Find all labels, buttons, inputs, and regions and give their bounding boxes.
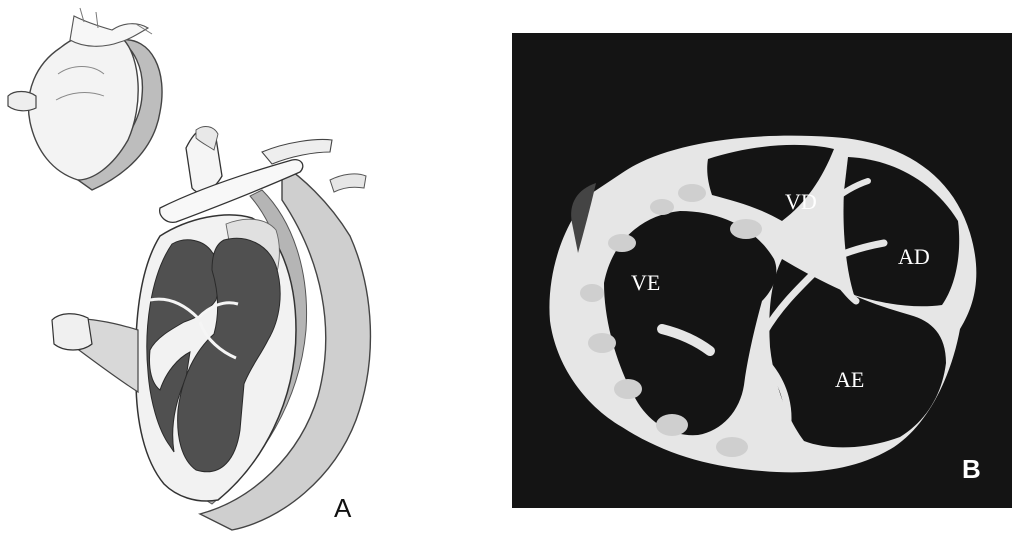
label-right-ventricle: VD bbox=[785, 191, 817, 213]
illustration-panel-a bbox=[0, 0, 500, 534]
panel-label-b: B bbox=[962, 456, 981, 482]
label-left-ventricle: VE bbox=[631, 272, 660, 294]
panel-label-a: A bbox=[334, 495, 351, 521]
small-heart-drawing bbox=[8, 8, 162, 190]
label-left-atrium: AE bbox=[835, 369, 864, 391]
label-right-atrium: AD bbox=[898, 246, 930, 268]
mri-panel-b bbox=[512, 33, 1012, 508]
